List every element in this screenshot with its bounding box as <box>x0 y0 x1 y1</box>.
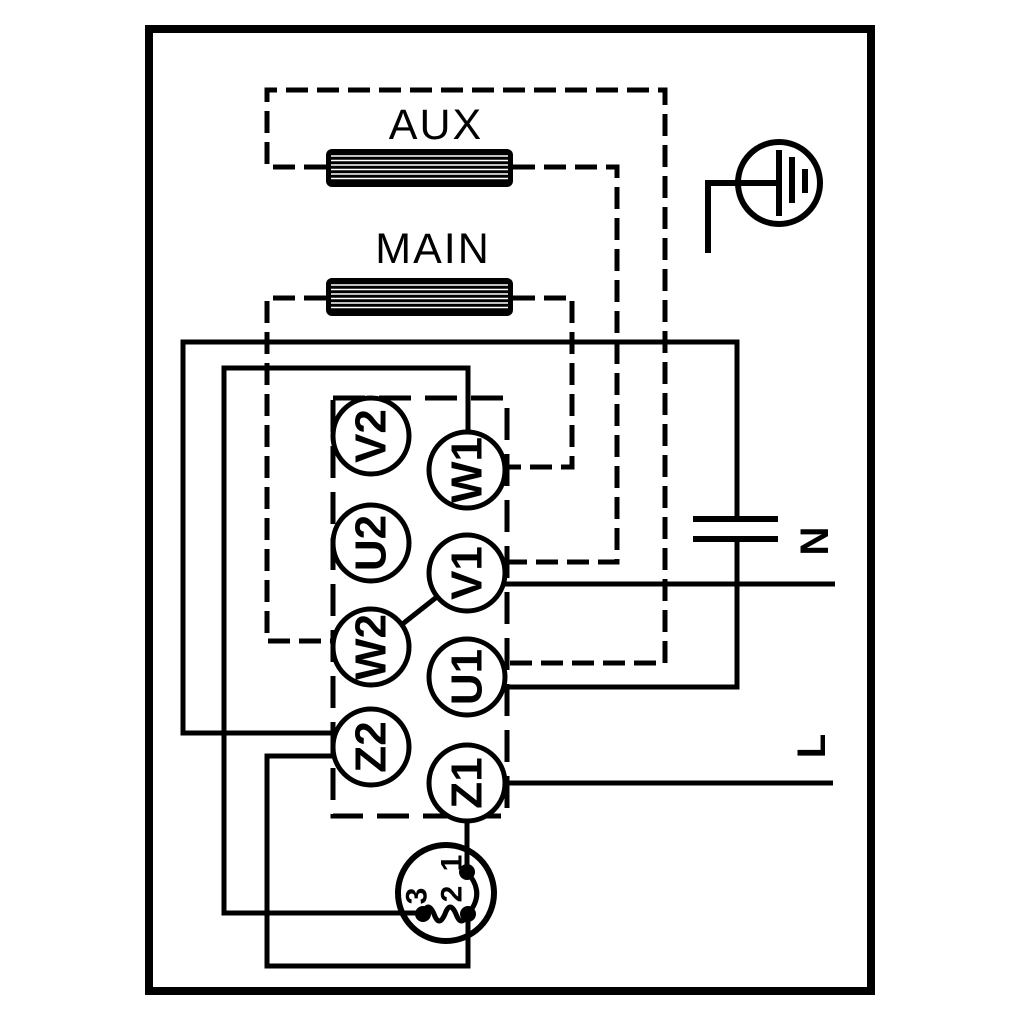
enclosure-border <box>145 25 875 995</box>
neutral-label: N <box>793 527 837 556</box>
svg-text:U1: U1 <box>443 649 492 705</box>
aux-winding-label: AUX <box>389 101 483 149</box>
main-winding-label: MAIN <box>375 225 491 273</box>
svg-text:U2: U2 <box>347 515 396 571</box>
terminal-w2: W2 <box>330 606 412 688</box>
terminal-w1: W1 <box>426 429 508 511</box>
solid-wiring <box>180 339 835 969</box>
terminal-u2: U2 <box>330 502 412 584</box>
terminal-v1: V1 <box>426 532 508 614</box>
protector-node-2 <box>460 906 476 922</box>
w2-v1-jumper <box>398 594 440 628</box>
main-winding-wiring <box>264 295 575 644</box>
terminal-z2: Z2 <box>330 706 412 788</box>
terminal-u1: U1 <box>426 636 508 718</box>
svg-text:Z2: Z2 <box>347 721 396 772</box>
terminal-box-outline <box>330 395 510 819</box>
terminal-v2: V2 <box>330 395 412 477</box>
terminal-z1: Z1 <box>426 742 508 824</box>
protector-node-3 <box>415 906 431 922</box>
main-winding-coil <box>326 278 513 316</box>
capacitor-symbol <box>693 516 778 542</box>
aux-winding-wiring <box>264 87 668 666</box>
svg-text:Z1: Z1 <box>443 757 492 808</box>
terminal-board: V2 U2 W2 Z2 W1 V1 U1 Z1 <box>330 395 508 824</box>
thermal-protector-symbol: 1 2 3 <box>395 842 497 944</box>
svg-text:W1: W1 <box>443 437 492 503</box>
protector-terminal-3-label: 3 <box>401 888 434 905</box>
svg-text:V2: V2 <box>347 409 396 463</box>
protector-node-1 <box>459 864 475 880</box>
aux-winding-coil <box>326 149 513 187</box>
svg-text:W2: W2 <box>347 614 396 680</box>
ground-icon <box>705 139 823 253</box>
protector-terminal-1-label: 1 <box>436 855 469 872</box>
line-label: L <box>790 734 834 758</box>
protector-terminal-2-label: 2 <box>436 886 469 903</box>
svg-text:V1: V1 <box>443 546 492 600</box>
